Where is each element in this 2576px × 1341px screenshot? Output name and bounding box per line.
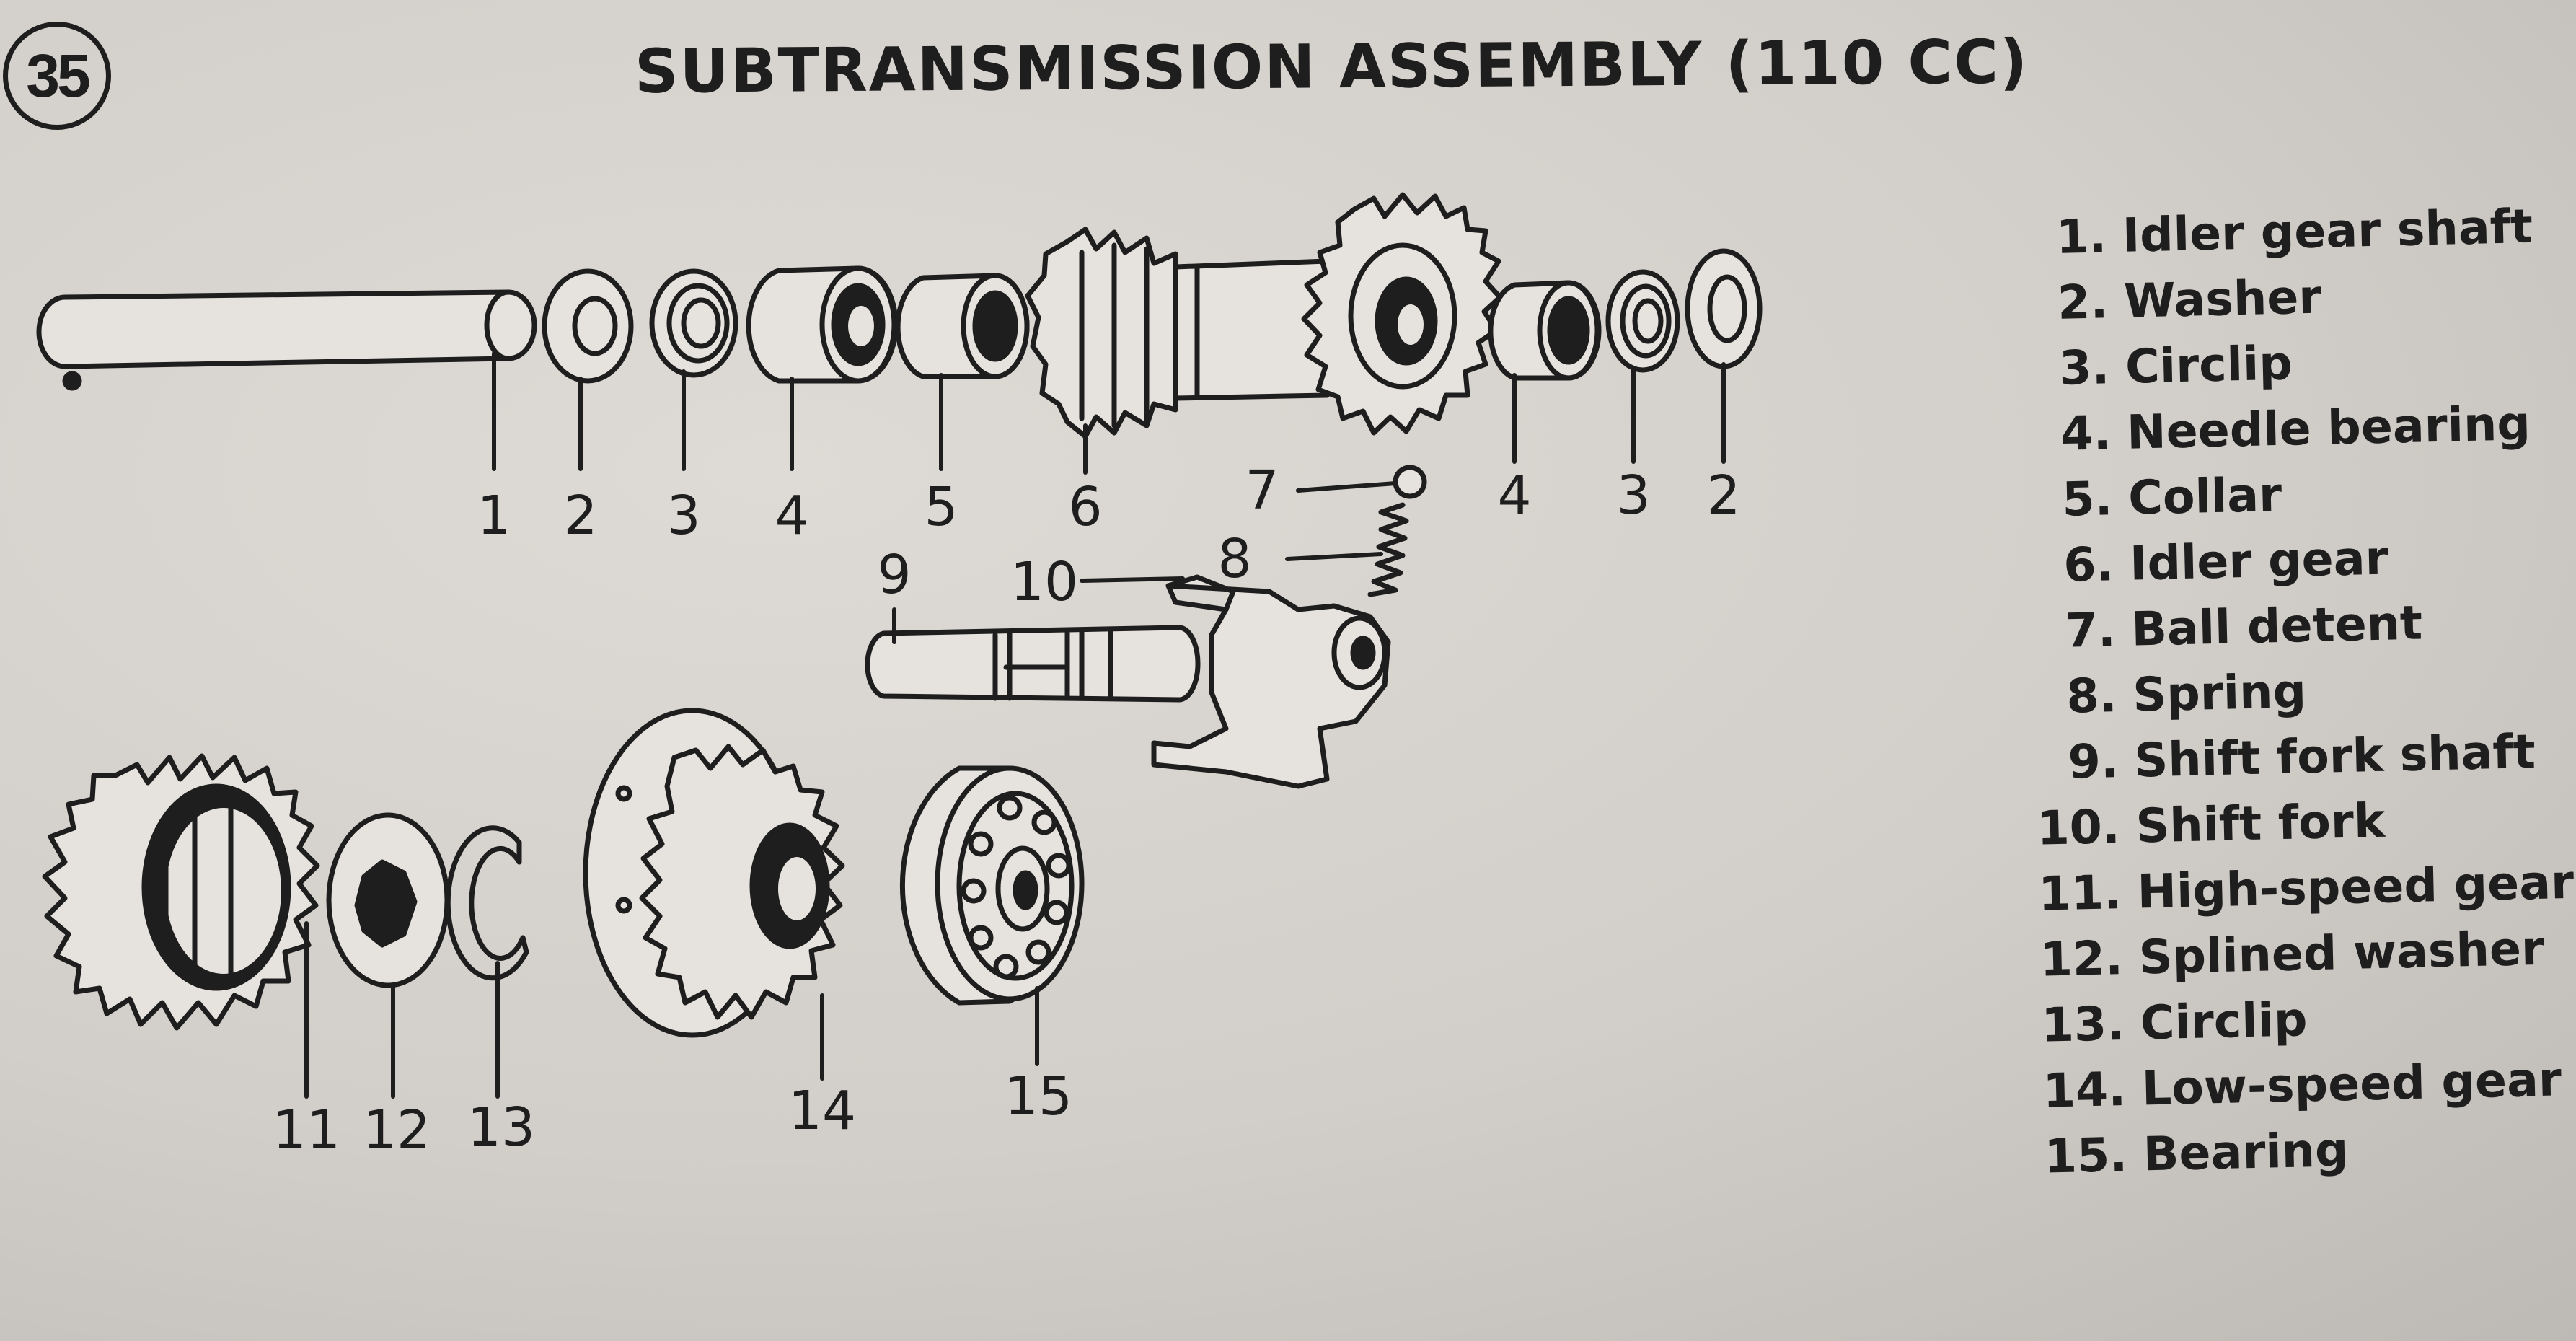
callout-8: 8	[1217, 528, 1251, 590]
legend-label: Washer	[2123, 270, 2323, 329]
legend-label: Circlip	[2125, 336, 2293, 395]
legend-number: 5.	[2061, 472, 2114, 527]
legend-item: 7.Ball detent	[2028, 587, 2568, 665]
legend-label: Splined washer	[2138, 921, 2545, 985]
legend-label: Ball detent	[2130, 596, 2423, 657]
legend-label: Idler gear shaft	[2122, 199, 2533, 263]
part-1-idler-gear-shaft	[36, 289, 537, 391]
callout-1: 1	[477, 485, 511, 547]
part-4-needle-bearing	[746, 265, 899, 384]
legend-item: 5.Collar	[2025, 456, 2565, 534]
legend-number: 12.	[2039, 931, 2124, 988]
exploded-view-diagram: 1 2 3 4 5 6 4 3 2 7 8 9 10 11 12 13 14 1…	[36, 192, 1763, 1161]
parts-legend: 1. Idler gear shaft 2. Washer 3. Circlip 4.…	[2019, 193, 2576, 1190]
legend-number: 11.	[2037, 866, 2122, 922]
callout-labels: 1 2 3 4 5 6 4 3 2 7 8 9 10 11 12 13 14 1…	[273, 460, 1741, 1161]
legend-label: Spring	[2132, 664, 2307, 723]
legend-item: 8. Spring	[2029, 653, 2570, 731]
legend-number: 6.	[2063, 537, 2115, 593]
part-2-washer-right	[1685, 248, 1763, 369]
legend-label: Needle bearing	[2126, 397, 2531, 460]
part-9-shift-fork-shaft	[865, 625, 1201, 703]
legend-number: 13.	[2040, 996, 2125, 1053]
legend-label: Shift fork	[2135, 793, 2386, 854]
part-11-high-speed-gear	[42, 753, 320, 1031]
callout-10: 10	[1010, 551, 1078, 613]
legend-number: 10.	[2036, 800, 2121, 856]
part-13-circlip	[445, 825, 529, 981]
callout-5: 5	[924, 476, 958, 538]
legend-label: Low-speed gear	[2140, 1052, 2562, 1117]
part-12-splined-washer	[326, 812, 450, 988]
callout-13: 13	[467, 1096, 535, 1158]
legend-label: Collar	[2127, 467, 2282, 526]
part-5-collar	[895, 273, 1030, 379]
legend-item: 9.Shift fork shaft	[2032, 718, 2572, 796]
legend-number: 8.	[2065, 669, 2118, 724]
part-7-ball-detent	[1393, 465, 1427, 499]
legend-label: High-speed gear	[2136, 855, 2575, 920]
callout-6: 6	[1068, 476, 1102, 538]
legend-item: 10.Shift fork	[2033, 784, 2573, 862]
legend-number: 9.	[2067, 734, 2120, 790]
part-3-circlip-right	[1605, 269, 1680, 373]
legend-number: 15.	[2043, 1127, 2128, 1184]
callout-2: 2	[563, 485, 597, 547]
legend-item: 13.Circlip	[2037, 981, 2576, 1059]
legend-item: 2. Washer	[2021, 259, 2561, 337]
callout-9: 9	[877, 544, 911, 606]
callout-15: 15	[1005, 1065, 1072, 1127]
part-2-washer	[542, 268, 634, 384]
callout-3-right: 3	[1616, 465, 1650, 527]
legend-number: 7.	[2064, 603, 2117, 659]
legend-item: 14.Low-speed gear	[2039, 1047, 2576, 1125]
legend-item: 11.High-speed gear	[2034, 850, 2575, 928]
part-10-shift-fork	[1151, 574, 1391, 789]
legend-number: 1.	[2055, 209, 2107, 265]
part-14-low-speed-gear	[583, 708, 845, 1038]
legend-item: 4.Needle bearing	[2024, 390, 2564, 468]
part-6-idler-gear	[1025, 192, 1503, 439]
callout-14: 14	[788, 1080, 856, 1142]
part-3-circlip	[649, 268, 738, 378]
callout-12: 12	[363, 1099, 431, 1161]
callout-4: 4	[775, 485, 808, 547]
legend-number: 4.	[2060, 406, 2112, 462]
legend-item: 1. Idler gear shaft	[2019, 193, 2559, 271]
legend-number: 2.	[2057, 275, 2109, 330]
legend-label: Bearing	[2143, 1122, 2350, 1182]
callout-11: 11	[273, 1099, 340, 1161]
legend-label: Shift fork shaft	[2133, 724, 2536, 788]
part-4-needle-bearing-right	[1488, 280, 1602, 381]
legend-item: 12.Splined washer	[2036, 915, 2576, 993]
part-15-bearing	[899, 765, 1085, 1006]
figure-number-badge: 35	[3, 22, 111, 130]
callout-7: 7	[1245, 460, 1279, 522]
callout-2-right: 2	[1706, 465, 1740, 527]
legend-number: 14.	[2042, 1062, 2127, 1119]
callout-3: 3	[666, 485, 700, 547]
callout-4-right: 4	[1497, 465, 1531, 527]
legend-label: Idler gear	[2129, 531, 2389, 592]
legend-item: 3. Circlip	[2022, 325, 2562, 403]
legend-item: 6.Idler gear	[2026, 522, 2567, 599]
legend-item: 15. Bearing	[2040, 1112, 2576, 1190]
leader-lines	[304, 351, 1726, 1099]
legend-label: Circlip	[2139, 993, 2308, 1051]
part-8-spring	[1367, 502, 1409, 597]
legend-number: 3.	[2058, 340, 2110, 396]
